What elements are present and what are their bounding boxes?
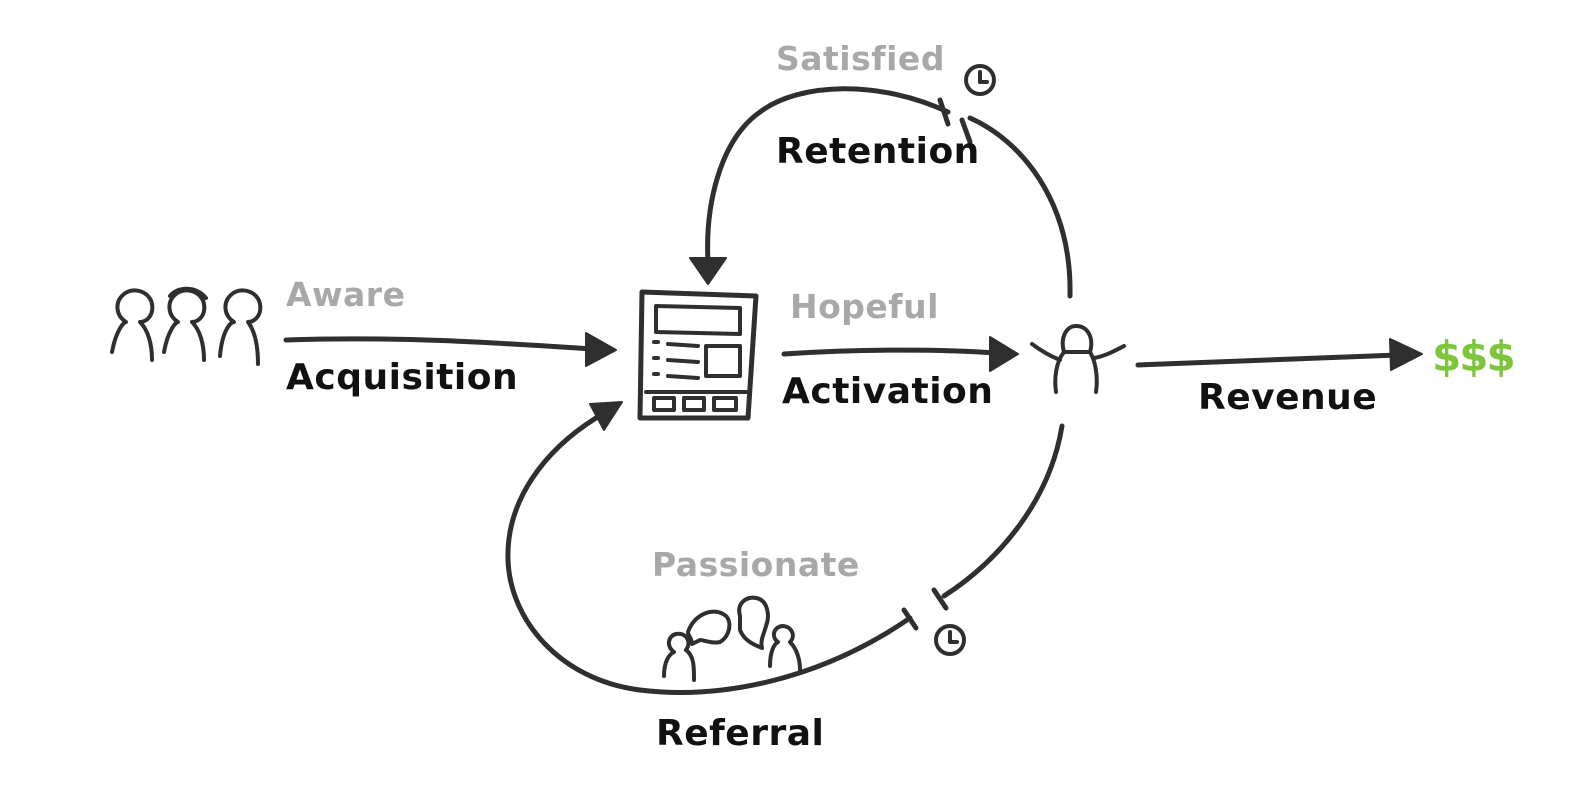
retention-loop: [689, 86, 1073, 299]
clock-icon: [964, 64, 996, 96]
activation-arrow: [781, 336, 1019, 372]
app-window-icon: [637, 289, 759, 421]
hopeful-label: Hopeful: [790, 287, 939, 326]
revenue-label: Revenue: [1198, 377, 1378, 418]
referral-label: Referral: [656, 713, 825, 754]
passionate-label: Passionate: [652, 545, 860, 584]
group-of-three-people-icon: [110, 286, 263, 366]
acquisition-arrow: [283, 332, 617, 367]
revenue-arrow: [1135, 338, 1423, 371]
cheering-person-icon: [1030, 324, 1126, 394]
money-symbol: $$$: [1432, 332, 1516, 381]
retention-label: Retention: [776, 131, 980, 172]
acquisition-label: Acquisition: [286, 357, 519, 398]
aware-label: Aware: [286, 275, 406, 314]
clock-icon: [934, 624, 966, 656]
chatting-people-icon: [662, 595, 802, 682]
satisfied-label: Satisfied: [776, 39, 945, 78]
activation-label: Activation: [782, 371, 994, 412]
referral-loop: [505, 401, 1065, 695]
